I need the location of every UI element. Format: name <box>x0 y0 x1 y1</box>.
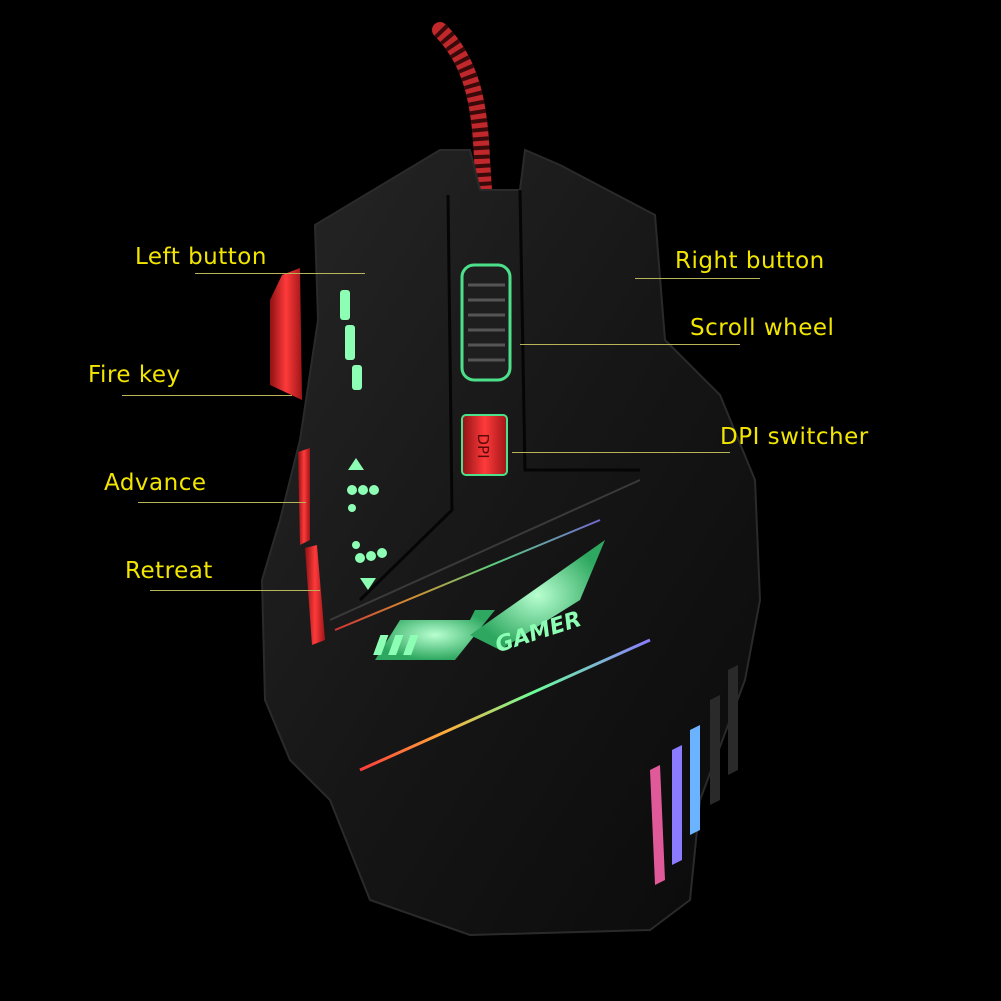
retreat-label: Retreat <box>125 558 213 584</box>
retreat-button <box>305 545 325 645</box>
fire-key <box>270 268 302 400</box>
scroll-wheel <box>460 263 512 382</box>
dpi-button <box>461 414 508 476</box>
left-button-label: Left button <box>135 244 267 270</box>
advance-label: Advance <box>104 470 207 496</box>
dpi-level-up-icon <box>347 458 379 512</box>
usb-cable <box>432 22 492 198</box>
left-button-leader <box>195 273 365 274</box>
right-button-leader <box>635 278 760 279</box>
right-button-label: Right button <box>675 248 825 274</box>
dpi-level-down-icon <box>352 541 387 590</box>
advance-leader <box>138 502 306 503</box>
dpi-switcher-label: DPI switcher <box>720 424 869 450</box>
dpi-button-text: DPI <box>474 433 492 458</box>
retreat-leader <box>150 590 320 591</box>
fire-key-leader <box>122 395 292 396</box>
dpi-switcher-leader <box>512 452 730 453</box>
scroll-wheel-label: Scroll wheel <box>690 315 835 341</box>
left-button-glyphs <box>340 290 362 390</box>
fire-key-label: Fire key <box>88 362 181 388</box>
mouse-body <box>260 148 762 937</box>
rgb-side-grips <box>650 665 738 885</box>
advance-button <box>298 448 310 545</box>
gamer-logo: GAMER <box>373 540 605 660</box>
scroll-wheel-leader <box>520 344 740 345</box>
